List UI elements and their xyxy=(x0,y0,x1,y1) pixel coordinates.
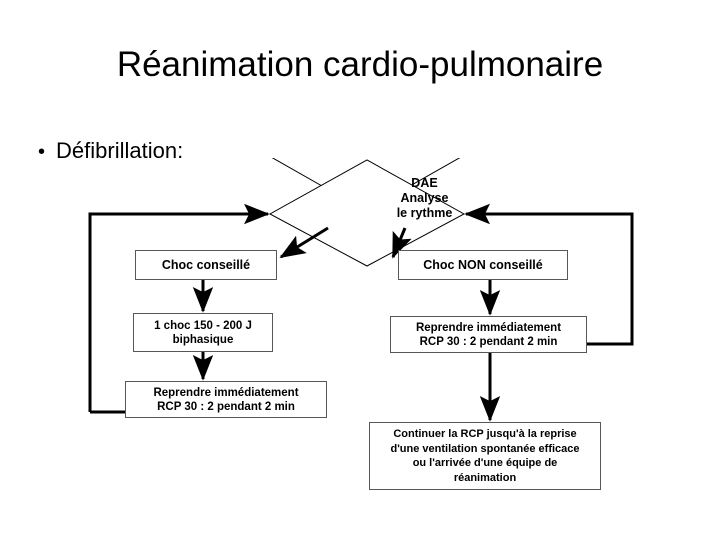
node-choc-non-conseille: Choc NON conseillé xyxy=(398,250,568,280)
node-rcp-left-line-2: RCP 30 : 2 pendant 2 min xyxy=(157,400,295,413)
bullet-marker-icon: • xyxy=(38,141,46,163)
node-rcp-right-line-1: Reprendre immédiatement xyxy=(415,321,562,334)
node-rcp-right: Reprendre immédiatement RCP 30 : 2 penda… xyxy=(390,316,587,353)
connector-diamond-to-choc-conseille xyxy=(279,226,329,259)
dae-diamond-shape xyxy=(271,158,461,212)
node-choc-non-conseille-line-1: Choc NON conseillé xyxy=(423,257,543,272)
connector-left-loop xyxy=(88,203,270,412)
node-continuer-line-2: d'une ventilation spontanée efficace xyxy=(390,442,580,455)
node-choc-energie: 1 choc 150 - 200 J biphasique xyxy=(133,313,273,352)
cpr-flowchart-figure: DAE Analyse le rythme Choc conseillé Cho… xyxy=(85,158,645,503)
bullet-item-defibrillation: • Défibrillation: xyxy=(38,137,183,166)
connector-right-loop xyxy=(464,203,634,346)
node-choc-conseille: Choc conseillé xyxy=(135,250,277,280)
node-continuer-line-1: Continuer la RCP jusqu'à la reprise xyxy=(393,428,577,440)
node-continuer-line-3: ou l'arrivée d'une équipe de xyxy=(412,457,558,469)
node-rcp-left-line-1: Reprendre immédiatement xyxy=(153,386,299,399)
bullet-item-label: Défibrillation: xyxy=(56,138,184,163)
node-choc-conseille-line-1: Choc conseillé xyxy=(161,257,251,272)
node-choc-energie-line-2: biphasique xyxy=(172,333,234,346)
flowchart-connectors xyxy=(88,158,634,422)
dae-diamond xyxy=(268,159,466,267)
node-rcp-left: Reprendre immédiatement RCP 30 : 2 penda… xyxy=(125,381,327,418)
node-continuer-line-4: réanimation xyxy=(453,471,517,484)
node-choc-energie-line-1: 1 choc 150 - 200 J xyxy=(154,319,252,332)
page-title: Réanimation cardio-pulmonaire xyxy=(116,45,604,84)
node-rcp-right-line-2: RCP 30 : 2 pendant 2 min xyxy=(419,335,558,348)
connector-diamond-to-choc-non-conseille xyxy=(391,227,412,259)
node-continuer-rcp: Continuer la RCP jusqu'à la reprise d'un… xyxy=(369,422,601,490)
